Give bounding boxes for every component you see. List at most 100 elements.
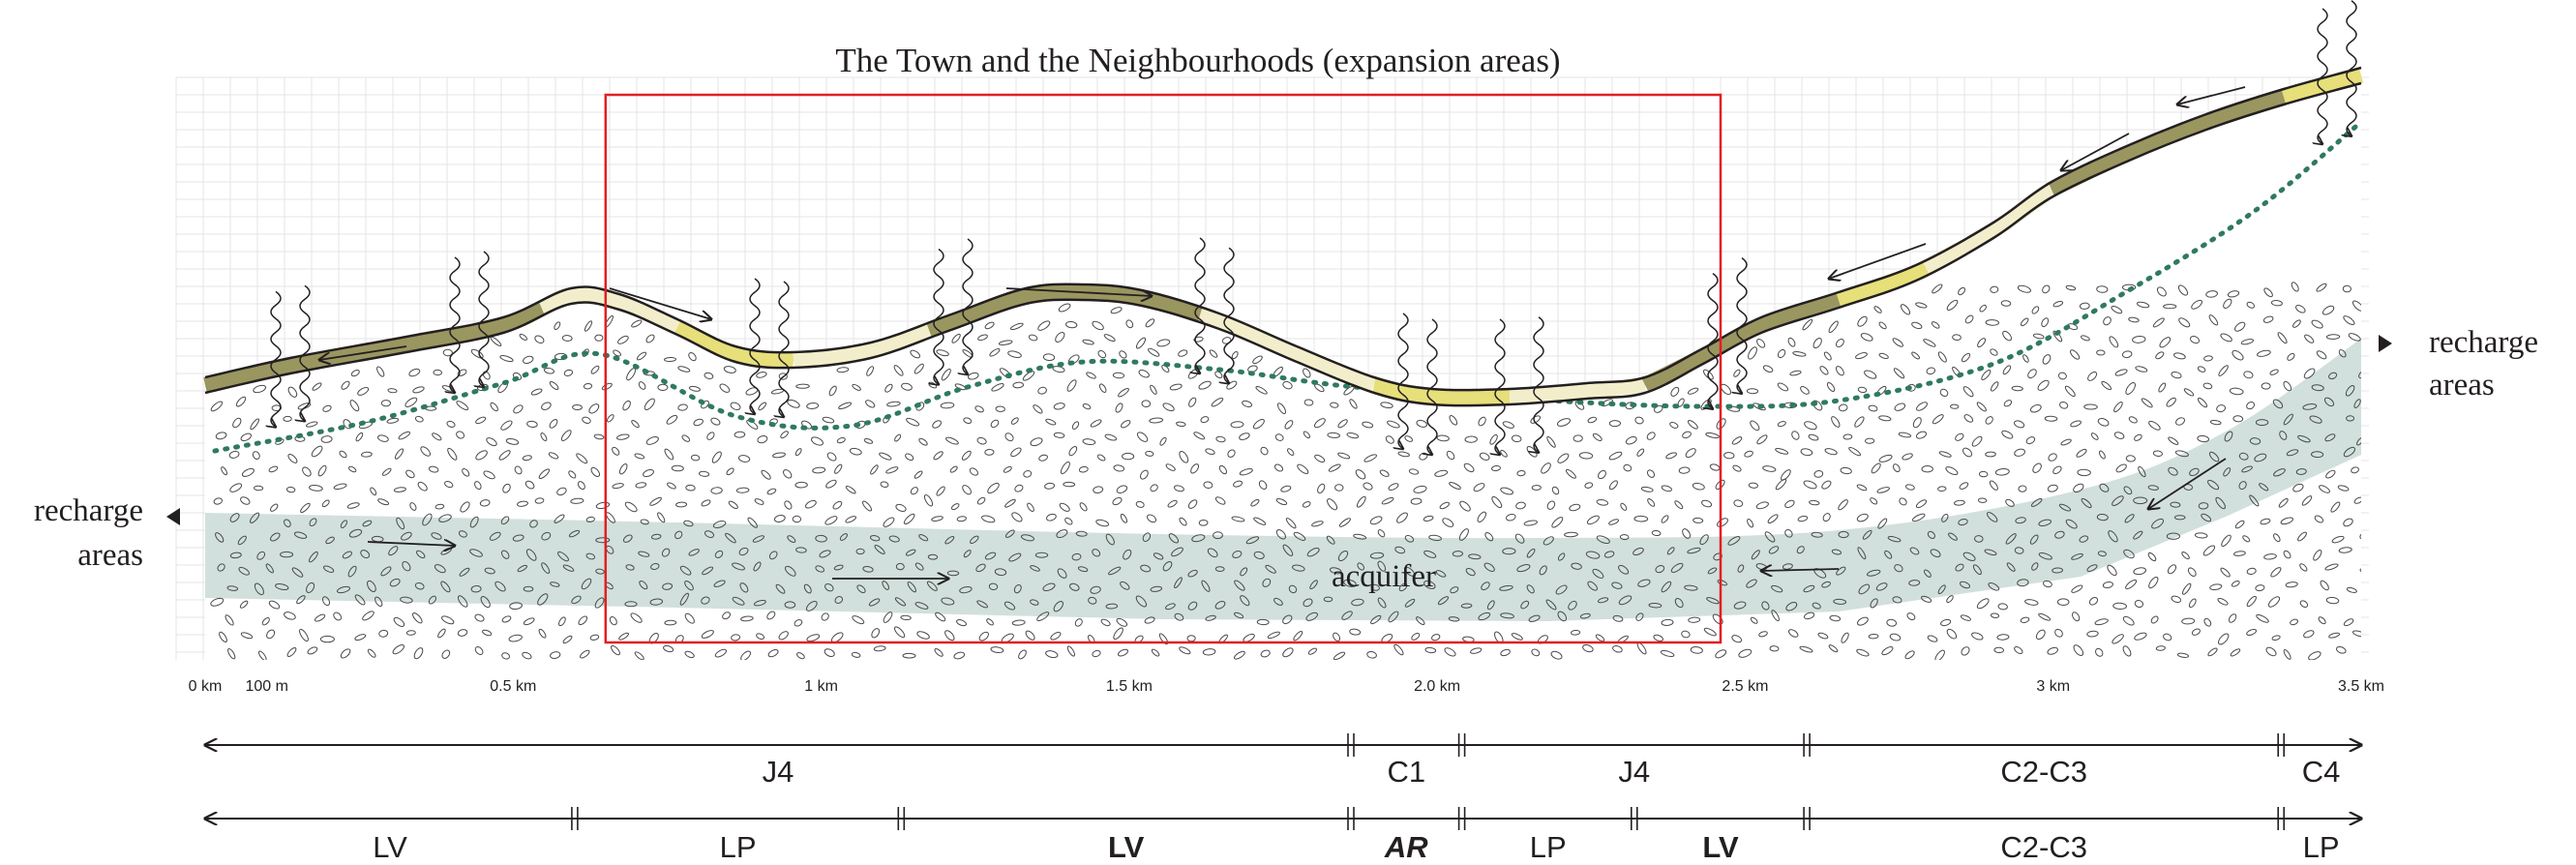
pebble — [254, 582, 264, 596]
pebble — [486, 437, 497, 447]
pebble — [2320, 580, 2329, 591]
pebble — [1239, 432, 1250, 440]
pebble — [836, 437, 846, 444]
pebble — [1416, 616, 1425, 626]
pebble — [1066, 645, 1075, 657]
pebble — [1887, 536, 1902, 543]
pebble — [1838, 403, 1848, 412]
flow-arrow-icon — [319, 345, 407, 360]
pebble — [2056, 598, 2070, 607]
pebble — [229, 483, 243, 492]
pebble — [1285, 518, 1297, 529]
pebble — [1297, 463, 1309, 474]
pebble — [1939, 388, 1949, 397]
pebble — [1416, 419, 1427, 428]
pebble — [1812, 602, 1821, 610]
pebble — [2057, 372, 2067, 380]
pebble — [2171, 595, 2182, 604]
pebble — [1977, 497, 1988, 503]
pebble — [1394, 546, 1406, 554]
pebble — [2254, 453, 2267, 462]
pebble — [636, 351, 647, 361]
pebble — [1539, 565, 1547, 576]
pebble — [1458, 528, 1469, 541]
pebble — [1946, 628, 1958, 640]
pebble — [1946, 595, 1954, 604]
pebble — [2194, 532, 2208, 539]
pebble — [2303, 630, 2315, 639]
pebble — [1387, 420, 1400, 429]
pebble — [1028, 334, 1038, 342]
pebble — [2065, 284, 2077, 291]
pebble — [2313, 550, 2322, 561]
pebble — [1557, 611, 1568, 622]
pebble — [1908, 580, 1921, 586]
pebble — [706, 432, 715, 440]
pebble — [2060, 438, 2072, 446]
pebble — [238, 566, 250, 576]
pebble — [1690, 646, 1703, 654]
evaporation-squiggle-icon — [934, 248, 944, 385]
pebble — [550, 651, 561, 660]
pebble — [753, 599, 766, 607]
pebble — [2302, 403, 2318, 410]
pebble — [589, 634, 600, 641]
flow-arrow-icon — [367, 542, 455, 546]
pebble — [2006, 562, 2016, 572]
pebble — [1623, 463, 1632, 472]
pebble — [1608, 519, 1620, 525]
pebble — [595, 537, 611, 544]
pebble — [994, 568, 1007, 577]
pebble — [1500, 648, 1511, 657]
pebble — [254, 485, 264, 492]
pebble — [1833, 598, 1847, 605]
pebble — [354, 594, 366, 606]
pebble — [1023, 469, 1033, 478]
pebble — [2101, 380, 2112, 391]
pebble — [1661, 581, 1672, 593]
pebble — [757, 435, 768, 444]
pebble — [2246, 567, 2257, 575]
pebble — [549, 381, 559, 390]
pebble — [1909, 547, 1920, 555]
pebble — [969, 467, 978, 476]
pebble — [895, 503, 907, 512]
pebble — [1010, 447, 1022, 458]
pebble — [2014, 547, 2024, 554]
pebble — [1906, 612, 1916, 621]
pebble — [2297, 531, 2307, 542]
pebble — [1030, 599, 1039, 606]
pebble — [2079, 535, 2089, 543]
pebble — [1144, 616, 1155, 624]
ground-band-segment — [538, 287, 681, 335]
pebble — [514, 465, 523, 475]
pebble — [499, 355, 514, 363]
pebble — [1894, 403, 1906, 411]
recharge-areas-right: recharge areas — [2379, 325, 2538, 403]
pebble — [2095, 647, 2104, 657]
pebble — [1515, 501, 1526, 510]
pebble — [1053, 601, 1063, 612]
pebble — [1864, 370, 1877, 379]
pebble — [734, 431, 746, 438]
pebble — [1985, 319, 1999, 326]
pebble — [1179, 646, 1191, 655]
pebble — [1646, 469, 1656, 478]
pebble — [2115, 463, 2127, 473]
pebble — [713, 580, 726, 587]
pebble — [2191, 299, 2202, 310]
pebble — [261, 617, 270, 626]
pebble — [1660, 649, 1675, 658]
pebble — [2360, 598, 2369, 608]
pebble — [1857, 547, 1867, 560]
pebble — [1596, 498, 1609, 506]
pebble — [1715, 479, 1725, 491]
pebble — [2042, 284, 2051, 294]
pebble — [1531, 485, 1542, 491]
pebble — [1088, 596, 1097, 605]
pebble — [618, 632, 629, 641]
pebble — [1309, 580, 1318, 590]
pebble — [986, 618, 994, 626]
pebble — [1877, 518, 1888, 529]
pebble — [2167, 564, 2177, 575]
